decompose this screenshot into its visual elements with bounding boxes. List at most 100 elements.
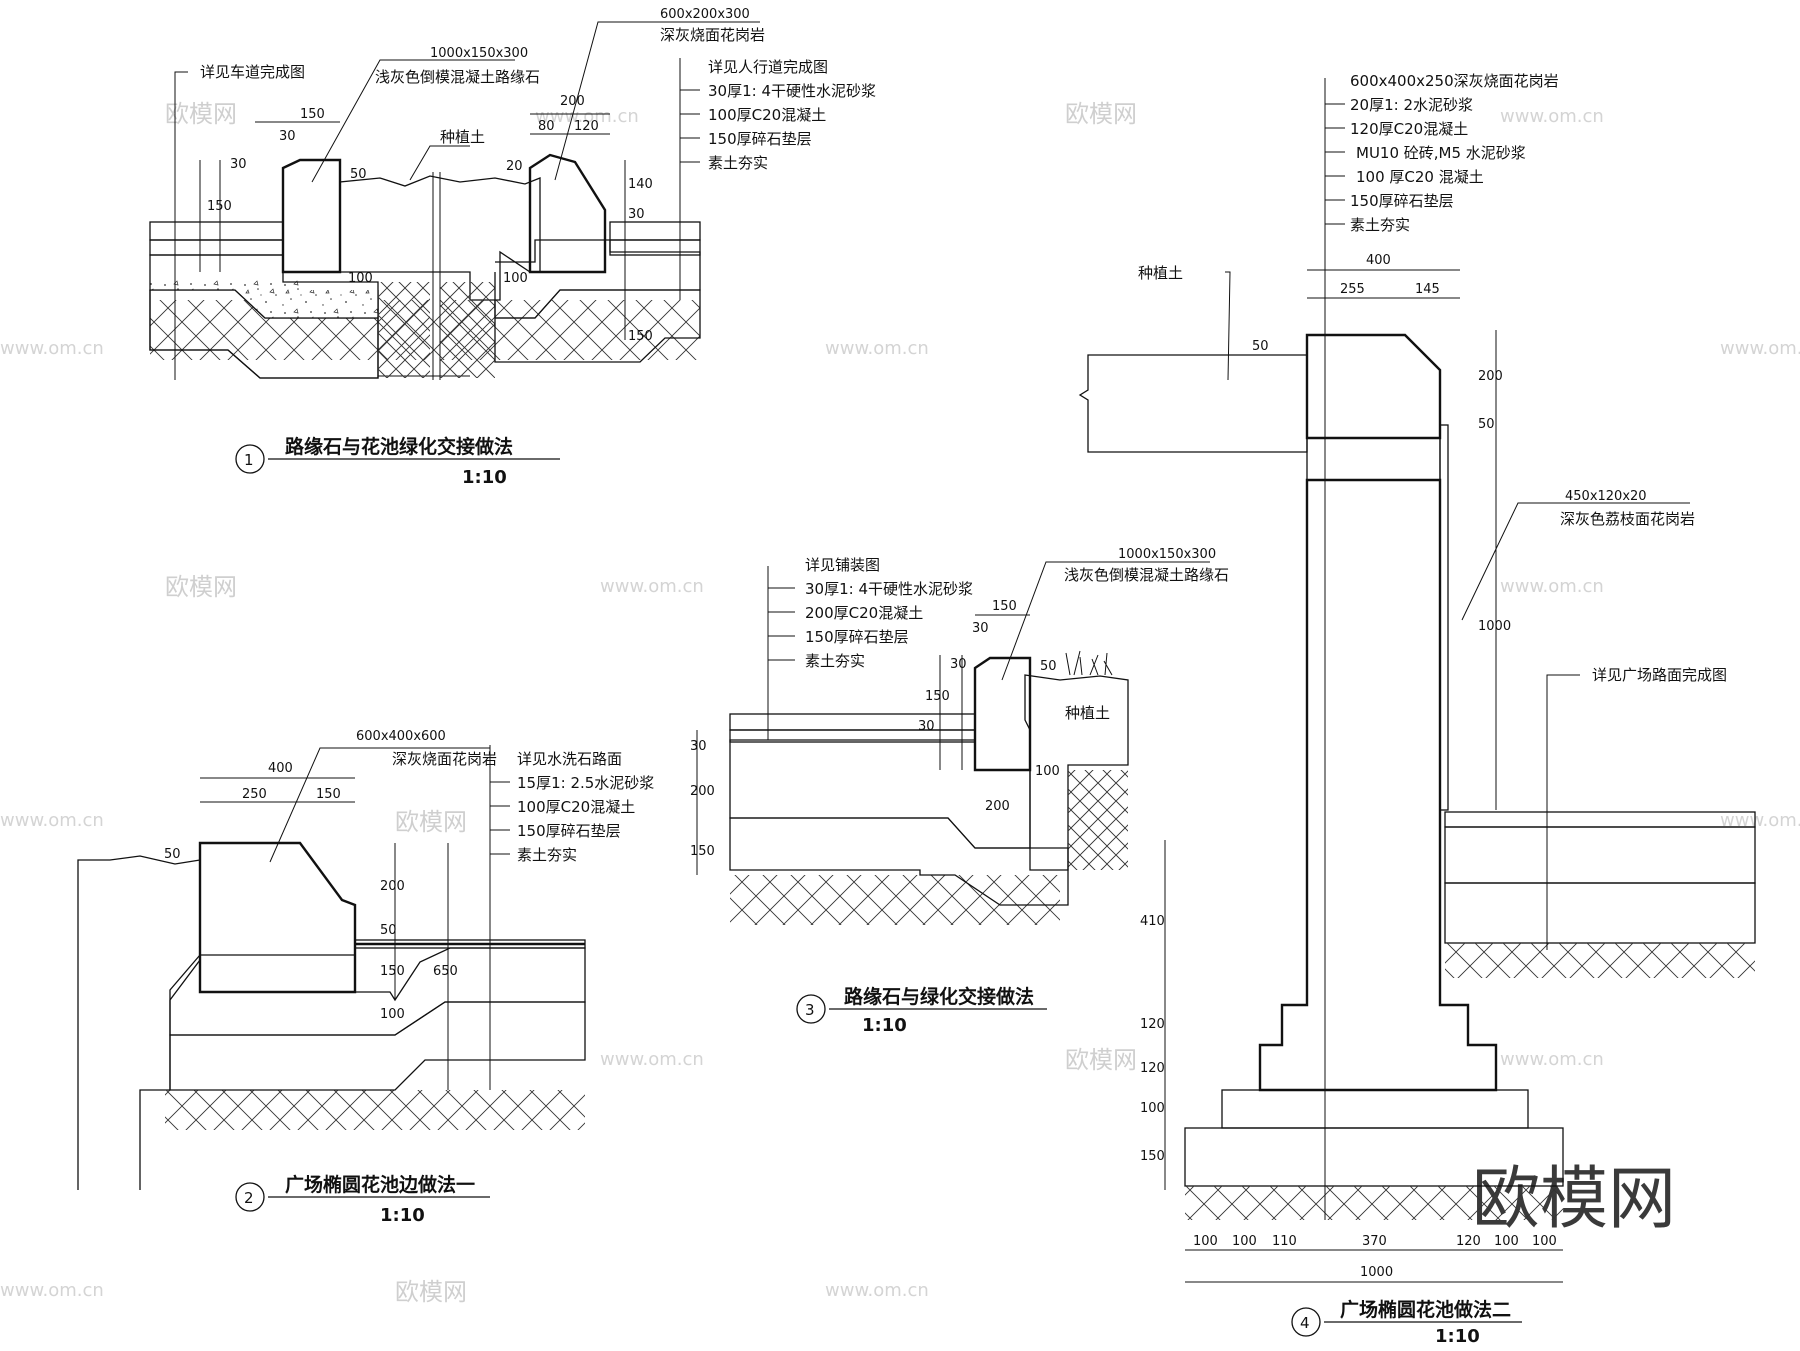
- d2-number: 2: [244, 1189, 254, 1207]
- d2-dim-650: 650: [433, 964, 458, 979]
- d1-dim-20: 20: [506, 159, 523, 174]
- watermark-url: www.om.cn: [1720, 810, 1800, 831]
- d1-label-road-ref: 详见车道完成图: [200, 63, 305, 81]
- d2-dim-100: 100: [380, 1007, 405, 1022]
- d1-label-soil-compact: 素土夯实: [708, 154, 768, 172]
- d3-label-soil-compact: 素土夯实: [805, 652, 865, 670]
- d4-dim-b100a: 100: [1193, 1234, 1218, 1249]
- watermark-url: www.om.cn: [825, 338, 929, 359]
- d3-number: 3: [805, 1001, 815, 1019]
- d3-dim-30c: 30: [690, 739, 707, 754]
- d1-dim-150c: 150: [628, 329, 653, 344]
- d3-dim-150c: 150: [690, 844, 715, 859]
- detail-4: 600x400x250深灰烧面花岗岩 20厚1: 2水泥砂浆 120厚C20混凝…: [1078, 72, 1756, 1347]
- d3-scale: 1:10: [862, 1015, 907, 1036]
- watermark-url: www.om.cn: [1500, 1049, 1604, 1070]
- watermark-url: www.om.cn: [0, 810, 104, 831]
- d4-dim-b100c: 100: [1494, 1234, 1519, 1249]
- watermark-url: www.om.cn: [1500, 106, 1604, 127]
- d2-label-soil-compact: 素土夯实: [517, 846, 577, 864]
- d3-label-curb-size: 1000x150x300: [1118, 547, 1216, 562]
- watermark-url: www.om.cn: [0, 1280, 104, 1301]
- d2-dim-50a: 50: [164, 847, 181, 862]
- d1-dim-50: 50: [350, 167, 367, 182]
- watermark-url: www.om.cn: [535, 106, 639, 127]
- d4-dim-l150: 150: [1140, 1149, 1165, 1164]
- d4-dim-l410: 410: [1140, 914, 1165, 929]
- d4-label-veneer-name: 深灰色荔枝面花岗岩: [1560, 510, 1695, 528]
- d3-dim-30a: 30: [972, 621, 989, 636]
- d1-dim-100b: 100: [503, 271, 528, 286]
- watermark-brand: 欧模网: [1065, 100, 1137, 128]
- d1-label-mortar: 30厚1: 4干硬性水泥砂浆: [708, 82, 876, 100]
- d2-label-concrete: 100厚C20混凝土: [517, 798, 635, 816]
- d4-dim-r50b: 50: [1478, 417, 1495, 432]
- d4-dim-top145: 145: [1415, 282, 1440, 297]
- d1-label-cap-name: 深灰烧面花岗岩: [660, 26, 765, 44]
- d2-label-gravel: 150厚碎石垫层: [517, 822, 621, 840]
- d1-label-walk-ref: 详见人行道完成图: [708, 58, 828, 76]
- d2-label-cap-name: 深灰烧面花岗岩: [392, 750, 497, 768]
- d4-label-plaza-ref: 详见广场路面完成图: [1592, 666, 1727, 684]
- d2-dim-250: 250: [242, 787, 267, 802]
- watermarks: 欧模网 www.om.cn 欧模网 www.om.cn www.om.cn ww…: [0, 100, 1800, 1306]
- d3-dim-150b: 150: [925, 689, 950, 704]
- watermark-url: www.om.cn: [600, 1049, 704, 1070]
- d2-dim-400: 400: [268, 761, 293, 776]
- d3-label-gravel: 150厚碎石垫层: [805, 628, 909, 646]
- d2-title: 广场椭圆花池边做法一: [285, 1173, 475, 1196]
- watermark-url: www.om.cn: [1720, 338, 1800, 359]
- d4-label-brick: MU10 砼砖,M5 水泥砂浆: [1356, 144, 1526, 162]
- d4-label-planting-soil: 种植土: [1138, 264, 1183, 282]
- d4-dim-b370: 370: [1362, 1234, 1387, 1249]
- d4-label-soil-compact: 素土夯实: [1350, 216, 1410, 234]
- d4-number: 4: [1300, 1314, 1310, 1332]
- d1-label-cap-size: 600x200x300: [660, 7, 750, 22]
- d2-dim-150: 150: [316, 787, 341, 802]
- d3-dim-200a: 200: [690, 784, 715, 799]
- d2-dim-200: 200: [380, 879, 405, 894]
- d1-dim-150b: 150: [207, 199, 232, 214]
- d1-dim-80: 80: [538, 119, 555, 134]
- d1-label-concrete: 100厚C20混凝土: [708, 106, 826, 124]
- d2-dim-50b: 50: [380, 923, 397, 938]
- d4-dim-r200: 200: [1478, 369, 1503, 384]
- detail-1: 详见车道完成图 1000x150x300 浅灰色倒模混凝土路缘石 600x200…: [149, 7, 876, 488]
- d4-dim-r50a: 50: [1252, 339, 1269, 354]
- d2-dim-150b: 150: [380, 964, 405, 979]
- d1-dim-30c: 30: [628, 207, 645, 222]
- d4-label-mortar: 20厚1: 2水泥砂浆: [1350, 96, 1473, 114]
- watermark-brand: 欧模网: [165, 100, 237, 128]
- d4-dim-r1000: 1000: [1478, 619, 1511, 634]
- d2-label-mortar: 15厚1: 2.5水泥砂浆: [517, 774, 654, 792]
- d3-label-paving-ref: 详见铺装图: [805, 556, 880, 574]
- d4-label-concrete120: 120厚C20混凝土: [1350, 120, 1468, 138]
- d4-label-concrete100: 100 厚C20 混凝土: [1356, 168, 1484, 186]
- d4-dim-l120a: 120: [1140, 1017, 1165, 1032]
- d1-dim-30b: 30: [230, 157, 247, 172]
- watermark-brand: 欧模网: [165, 573, 237, 601]
- d1-scale: 1:10: [462, 467, 507, 488]
- d1-label-gravel: 150厚碎石垫层: [708, 130, 812, 148]
- watermark-brand: 欧模网: [1065, 1046, 1137, 1074]
- d3-label-concrete: 200厚C20混凝土: [805, 604, 923, 622]
- d4-dim-total1000: 1000: [1360, 1265, 1393, 1280]
- d4-title: 广场椭圆花池做法二: [1340, 1298, 1511, 1321]
- d4-scale: 1:10: [1435, 1326, 1480, 1347]
- d3-dim-100: 100: [1035, 764, 1060, 779]
- detail-2: 600x400x600 深灰烧面花岗岩 详见水洗石路面 15厚1: 2.5水泥砂…: [77, 729, 654, 1226]
- d3-dim-30d: 30: [918, 719, 935, 734]
- watermark-url: www.om.cn: [600, 576, 704, 597]
- d3-title: 路缘石与绿化交接做法: [844, 985, 1034, 1008]
- watermark-url: www.om.cn: [825, 1280, 929, 1301]
- watermark-brand: 欧模网: [395, 1278, 467, 1306]
- d1-label-curb-name: 浅灰色倒模混凝土路缘石: [375, 68, 540, 86]
- watermark-url: www.om.cn: [1500, 576, 1604, 597]
- d2-scale: 1:10: [380, 1205, 425, 1226]
- d1-label-planting-soil: 种植土: [440, 128, 485, 146]
- d3-dim-50: 50: [1040, 659, 1057, 674]
- d2-label-surface-ref: 详见水洗石路面: [517, 750, 622, 768]
- watermark-url: www.om.cn: [0, 338, 104, 359]
